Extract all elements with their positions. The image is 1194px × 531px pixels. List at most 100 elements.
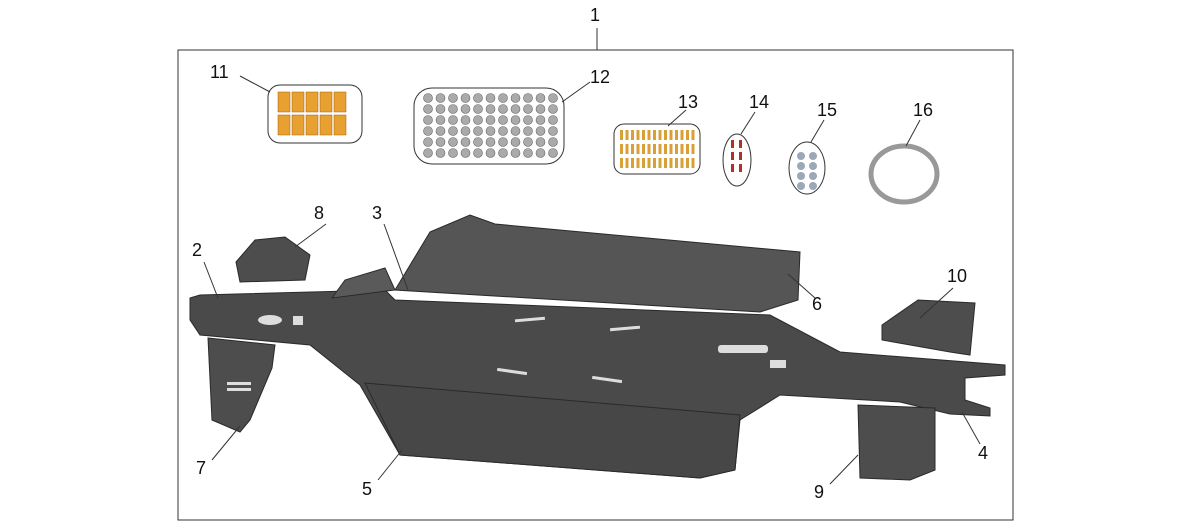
bolt [675, 158, 678, 168]
washer [548, 104, 558, 114]
bolt [691, 158, 695, 168]
washer [435, 104, 446, 114]
washer [448, 115, 458, 125]
washer [498, 148, 508, 158]
assembly-frame [177, 49, 1014, 521]
bolt [686, 158, 689, 168]
bolt [680, 158, 684, 168]
washer [523, 148, 533, 158]
washer [460, 137, 471, 147]
bolt [669, 130, 673, 140]
bolt [680, 130, 684, 140]
washer [548, 115, 558, 125]
bolt [625, 158, 629, 168]
washer [460, 148, 471, 158]
washer [498, 115, 508, 125]
washer [548, 126, 558, 136]
bolt [631, 158, 634, 168]
bolt [653, 158, 656, 168]
callout-1: 1 [590, 5, 601, 25]
washer [498, 104, 508, 114]
callout-9: 9 [814, 482, 825, 502]
washer [523, 104, 533, 114]
washer [510, 126, 521, 136]
washer [473, 115, 483, 125]
washer [473, 126, 483, 136]
bolt [631, 144, 634, 154]
washer-kit-12 [413, 81, 591, 165]
bolt [647, 144, 651, 154]
callout-2: 2 [192, 240, 203, 260]
washer [535, 137, 546, 147]
washer [473, 93, 483, 103]
bolt [620, 130, 623, 140]
callout-6: 6 [812, 294, 823, 314]
callout-15: 15 [817, 100, 838, 120]
washer [523, 137, 533, 147]
bolt [658, 144, 662, 154]
washer [448, 137, 458, 147]
washer [548, 93, 558, 103]
callout-13: 13 [678, 92, 699, 112]
washer [485, 148, 496, 158]
bolt [642, 144, 645, 154]
callout-7: 7 [196, 458, 207, 478]
washer [460, 104, 471, 114]
callout-8: 8 [314, 203, 325, 223]
washer [473, 137, 483, 147]
screw-kit-14 [722, 111, 756, 187]
washer [435, 148, 446, 158]
bolt [620, 144, 623, 154]
bolt [691, 144, 695, 154]
washer [423, 104, 433, 114]
washer [510, 115, 521, 125]
bolt [636, 144, 640, 154]
clip-kit-11 [239, 75, 363, 144]
washer [435, 93, 446, 103]
nut-kit-15 [788, 119, 826, 195]
washer [523, 115, 533, 125]
washer [535, 93, 546, 103]
washer [535, 126, 546, 136]
bolt [675, 130, 678, 140]
bolt [669, 158, 673, 168]
bolt [691, 130, 695, 140]
callout-5: 5 [362, 479, 373, 499]
bolt [636, 130, 640, 140]
washer [423, 115, 433, 125]
washer [423, 126, 433, 136]
washer [523, 126, 533, 136]
callout-3: 3 [372, 203, 383, 223]
washer [448, 126, 458, 136]
washer [510, 137, 521, 147]
washer [498, 137, 508, 147]
washer [548, 137, 558, 147]
washer [485, 104, 496, 114]
washer [485, 126, 496, 136]
bolt [664, 144, 667, 154]
bolt [658, 158, 662, 168]
washer [510, 93, 521, 103]
ring-16 [868, 119, 940, 205]
bolt [680, 144, 684, 154]
washer [423, 137, 433, 147]
washer [510, 148, 521, 158]
bolt [620, 158, 623, 168]
bolt [686, 130, 689, 140]
washer [448, 148, 458, 158]
bolt [647, 130, 651, 140]
washer [423, 93, 433, 103]
washer [523, 93, 533, 103]
washer [460, 126, 471, 136]
bolt-kit-13 [613, 109, 701, 175]
bolt [642, 158, 645, 168]
bolt [664, 130, 667, 140]
bolt [658, 130, 662, 140]
washer [485, 93, 496, 103]
washer [435, 126, 446, 136]
washer [423, 148, 433, 158]
bolt [625, 144, 629, 154]
washer [498, 126, 508, 136]
washer [473, 104, 483, 114]
bolt [664, 158, 667, 168]
